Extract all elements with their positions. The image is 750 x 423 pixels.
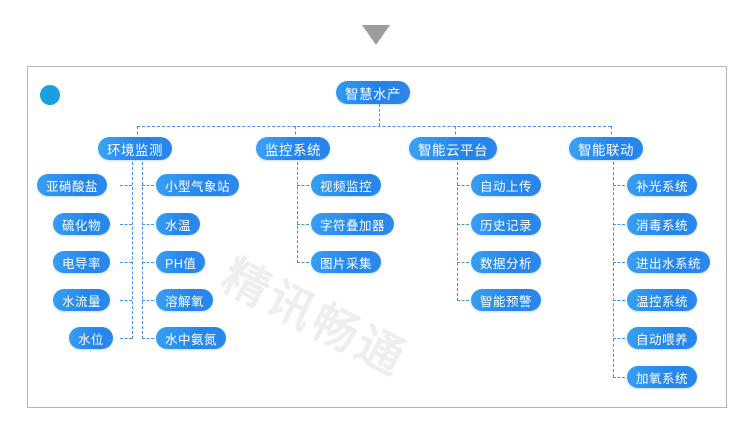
connector-stub-b0-l2 — [120, 262, 132, 263]
connector-drop-branch-1 — [295, 126, 296, 140]
connector-spine-branch-0-right — [142, 162, 143, 339]
connector-stub-b0-r0 — [142, 185, 154, 186]
node-leaf-ph-value[interactable]: PH值 — [156, 251, 206, 273]
connector-stub-b0-l4 — [120, 338, 132, 339]
connector-stub-b2-3 — [457, 300, 469, 301]
connector-stub-b3-5 — [613, 377, 625, 378]
connector-drop-branch-3 — [611, 126, 612, 140]
node-leaf-auto-upload[interactable]: 自动上传 — [471, 174, 542, 196]
connector-stub-b3-3 — [613, 300, 625, 301]
node-leaf-water-temperature[interactable]: 水温 — [156, 213, 201, 235]
connector-stub-b1-0 — [297, 185, 309, 186]
connector-stub-b3-0 — [613, 185, 625, 186]
connector-stub-b0-l1 — [120, 224, 132, 225]
connector-drop-branch-2 — [455, 126, 456, 140]
connector-stub-b2-1 — [457, 224, 469, 225]
connector-stub-b0-r3 — [142, 300, 154, 301]
node-leaf-water-level[interactable]: 水位 — [69, 327, 114, 349]
down-triangle-icon — [362, 25, 390, 45]
node-branch-smart-linkage[interactable]: 智能联动 — [569, 137, 643, 160]
node-leaf-nitrite[interactable]: 亚硝酸盐 — [37, 174, 108, 196]
connector-spine-branch-1 — [297, 162, 298, 263]
node-leaf-sulfide[interactable]: 硫化物 — [53, 213, 111, 235]
node-leaf-water-inout[interactable]: 进出水系统 — [627, 251, 711, 273]
node-leaf-character-overlay[interactable]: 字符叠加器 — [311, 213, 395, 235]
node-leaf-dissolved-oxygen[interactable]: 溶解氧 — [156, 289, 214, 311]
node-leaf-water-flow[interactable]: 水流量 — [53, 289, 111, 311]
connector-stub-b3-2 — [613, 262, 625, 263]
node-leaf-image-capture[interactable]: 图片采集 — [311, 251, 382, 273]
node-branch-cloud-platform[interactable]: 智能云平台 — [409, 137, 497, 160]
node-leaf-supplemental-light[interactable]: 补光系统 — [627, 174, 698, 196]
connector-drop-branch-0 — [137, 126, 138, 140]
connector-stub-b0-r4 — [142, 338, 154, 339]
diagram-card — [27, 66, 727, 408]
node-leaf-disinfection[interactable]: 消毒系统 — [627, 213, 698, 235]
connector-stub-b1-2 — [297, 262, 309, 263]
node-branch-environment-monitoring[interactable]: 环境监测 — [98, 137, 172, 160]
node-leaf-ammonia-nitrogen[interactable]: 水中氨氮 — [156, 327, 227, 349]
node-leaf-smart-alert[interactable]: 智能预警 — [471, 289, 542, 311]
node-leaf-data-analysis[interactable]: 数据分析 — [471, 251, 542, 273]
node-branch-monitoring-system[interactable]: 监控系统 — [256, 137, 330, 160]
node-leaf-video-surveillance[interactable]: 视频监控 — [311, 174, 382, 196]
node-leaf-weather-station[interactable]: 小型气象站 — [156, 174, 240, 196]
node-leaf-temperature-control[interactable]: 温控系统 — [627, 289, 698, 311]
connector-spine-branch-0-left — [132, 162, 133, 339]
connector-root-stem — [379, 104, 380, 126]
connector-stub-b0-l3 — [120, 300, 132, 301]
connector-stub-b0-r1 — [142, 224, 154, 225]
connector-stub-b0-r2 — [142, 262, 154, 263]
connector-root-bus — [137, 126, 611, 127]
connector-stub-b2-2 — [457, 262, 469, 263]
node-leaf-oxygenation[interactable]: 加氧系统 — [627, 366, 698, 388]
node-leaf-auto-feeding[interactable]: 自动喂养 — [627, 327, 698, 349]
node-leaf-history-record[interactable]: 历史记录 — [471, 213, 542, 235]
blue-dot-icon — [40, 85, 60, 105]
connector-stub-b3-4 — [613, 338, 625, 339]
connector-stub-b0-l0 — [120, 185, 132, 186]
connector-stub-b1-1 — [297, 224, 309, 225]
connector-stub-b2-0 — [457, 185, 469, 186]
node-root[interactable]: 智慧水产 — [336, 81, 410, 104]
connector-stub-b3-1 — [613, 224, 625, 225]
node-leaf-conductivity[interactable]: 电导率 — [53, 251, 111, 273]
connector-spine-branch-2 — [457, 162, 458, 301]
connector-spine-branch-3 — [613, 162, 614, 377]
